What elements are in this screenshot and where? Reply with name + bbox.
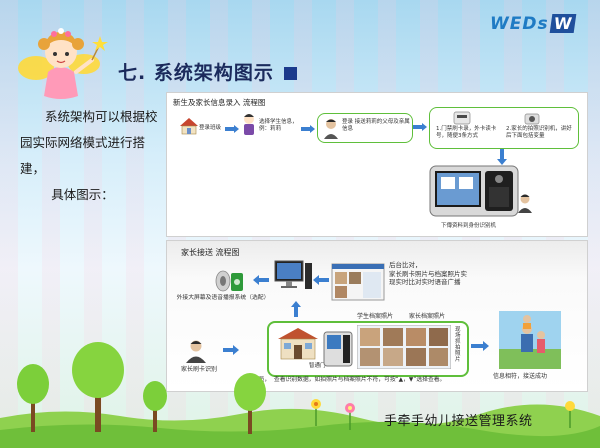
download-device-label: 下傳资料到身份识别机 [441, 223, 497, 229]
live-capture-vertical-label: 现场抓拍照片 [455, 327, 461, 363]
title-square-icon [283, 67, 297, 80]
arrow-left-icon [313, 275, 329, 285]
option-photo-label: 2.家长的拍照识别机，讲好后下面包括变量 [506, 126, 572, 139]
step-login-label: 登录班级 [199, 125, 222, 131]
tree-icon [17, 364, 49, 432]
parent-icon [186, 340, 206, 363]
arrow-right-icon [471, 341, 489, 351]
parent-photo-label: 家长档案照片 [409, 313, 446, 320]
flower-icon [345, 403, 355, 430]
tree-icon [72, 342, 124, 432]
student-icon [244, 114, 254, 135]
tree-icon [234, 373, 266, 434]
terminal-icon [323, 331, 353, 367]
logo-text: WEDs [490, 14, 549, 34]
arrow-left-icon [253, 275, 269, 285]
slide-title-text: 七. 系统架构图示 [118, 62, 274, 84]
computer-icon [274, 260, 312, 289]
big-screen-label: 外接大屏幕及语音播报系统（选配） [176, 295, 270, 301]
person-icon [518, 194, 532, 213]
intro-text: 系统架构可以根据校园实际网络模式进行搭建， 具体图示： [20, 104, 160, 208]
compare-screen-icon [331, 263, 385, 301]
register-step-box: 登录 接送莉莉的父母及亲属信息 [317, 113, 413, 143]
pickup-flow-panel: 家长接送 流程图 外接大屏幕及语音播报系统（选配） 后台比对， 家长刷卡照片与档… [166, 240, 588, 392]
success-label: 信息相符，接送成功 [493, 373, 548, 380]
arrow-right-icon [225, 125, 239, 133]
flower-icon [565, 401, 575, 428]
student-photo-label: 学生档案照片 [357, 313, 394, 320]
pickup-flow-title: 家长接送 流程图 [181, 248, 240, 257]
arrow-down-icon [497, 149, 507, 165]
camera-icon [524, 113, 540, 125]
enrollment-flow-title: 新生及家长信息录入 流程图 [173, 98, 266, 107]
grass-decoration [0, 404, 600, 448]
slide-title: 七. 系统架构图示 [118, 58, 297, 85]
enrollment-flow-panel: 新生及家长信息录入 流程图 登录班级 选择学生信息，例：莉莉 登录 接送莉莉的父… [166, 92, 588, 237]
step-register-label: 登录 接送莉莉的父母及亲属信息 [342, 119, 410, 132]
capture-options-box: 1.门禁刷卡录，外卡读卡号，随便3条方式 2.家长的拍照识别机，讲好后下面包括变… [429, 107, 579, 149]
card-reader-icon [453, 111, 471, 125]
arrow-right-icon [223, 345, 239, 355]
gate-capture-box: 智通门 学生档案照片 家长档案照片 现场抓拍照片 [267, 313, 469, 377]
family-photo [499, 311, 561, 369]
person-icon [324, 119, 338, 139]
admin-note: 管理员， 查看识别数据，如拍照片与档案照片不符，可按“▲，▼”选择查看。 [247, 377, 497, 384]
speaker-icon [215, 270, 243, 292]
footer-system-name: 手牵手幼儿接送管理系统 [384, 414, 533, 429]
intro-line-1: 系统架构可以根据校园实际网络模式进行搭建， [20, 109, 158, 176]
compare-title: 后台比对， [389, 261, 422, 269]
option-swipe-label: 1.门禁刷卡录，外卡读卡号，随便3条方式 [436, 126, 497, 139]
gate-label: 智通门 [309, 363, 326, 369]
compare-body: 家长刷卡照片与档案照片实现实时比对实时语音广播 [389, 269, 467, 287]
intro-line-2: 具体图示： [51, 187, 114, 202]
school-gate-icon [278, 328, 318, 360]
flower-icon [311, 399, 321, 426]
logo-w-badge: W [549, 14, 576, 33]
compare-description: 后台比对， 家长刷卡照片与档案照片实现实时比对实时语音广播 [389, 261, 473, 287]
arrow-up-icon [291, 301, 301, 317]
arrow-right-icon [301, 125, 315, 133]
tree-icon [143, 381, 167, 432]
identification-terminal-icon [429, 165, 519, 217]
house-icon [180, 118, 198, 135]
parent-swipe-label: 家长刷卡识别 [181, 366, 218, 373]
photo-grid-icon [357, 325, 451, 369]
fairy-illustration [18, 28, 108, 99]
arrow-right-icon [413, 123, 427, 131]
admin-description: 查看识别数据，如拍照片与档案照片不符，可按“▲，▼”选择查看。 [273, 377, 446, 383]
step-select-label: 选择学生信息，例：莉莉 [259, 119, 298, 132]
